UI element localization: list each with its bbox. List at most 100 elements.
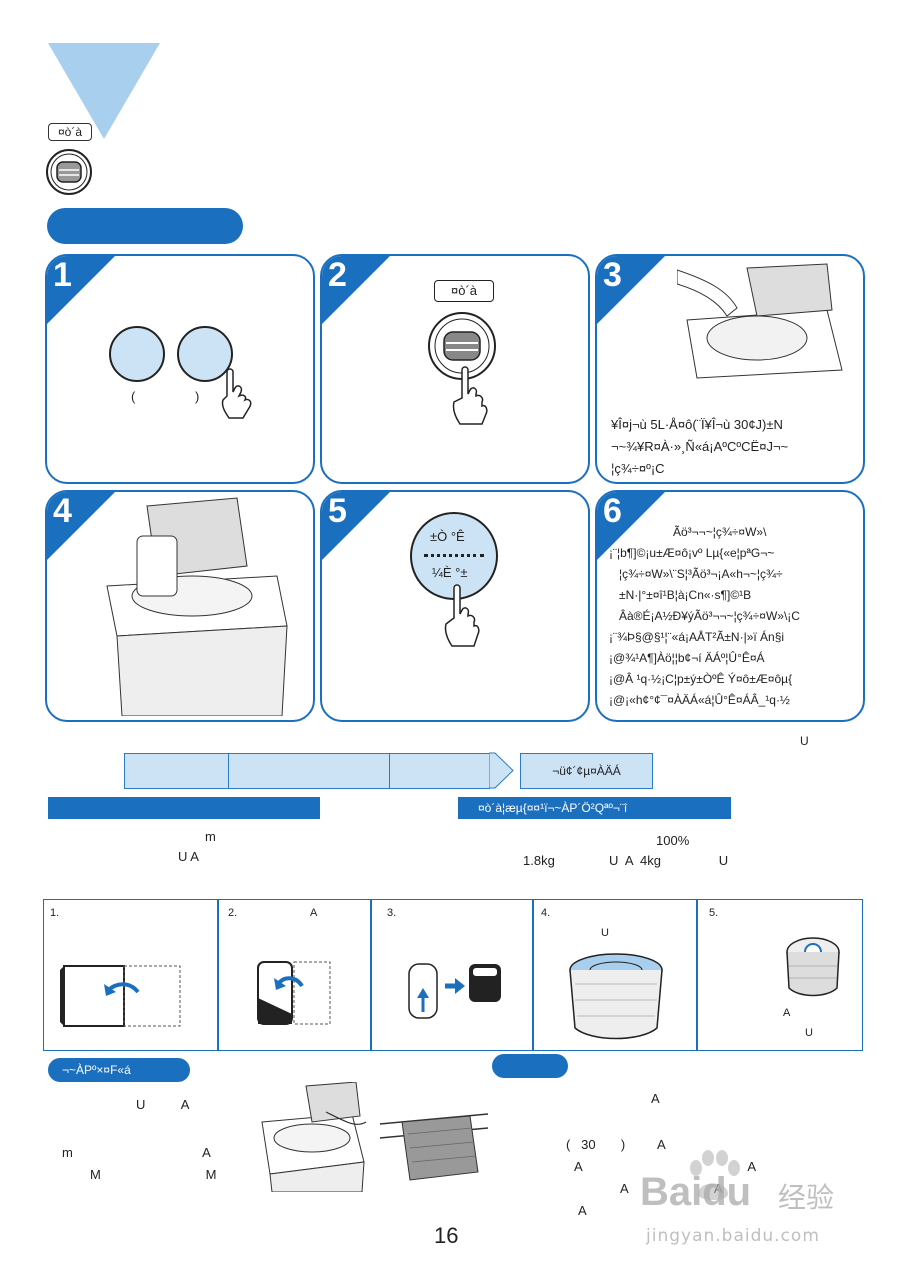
step-corner: [47, 256, 115, 324]
step3-line: ¥Î¤j¬ù 5L·Å¤ô(¨Ï¥Î¬ù 30¢J)±N: [611, 417, 783, 432]
step6-text: Ãö³¬¬~¦ç¾÷¤W»\ ¡¨¦b¶]©¡u±Æ¤ô¡vº Lµ{«e¦pª…: [609, 522, 800, 711]
tied-laundry-net-icon: [786, 937, 840, 997]
fold-step-u: U: [805, 1027, 813, 1039]
step3-line: ¦ç¾÷¤º¡C: [611, 461, 665, 476]
fold-step-sub: U: [601, 927, 609, 939]
step3-text: ¥Î¤j¬ù 5L·Å¤ô(¨Ï¥Î¬ù 30¢J)±N ¬~¾¥R¤À·»¸Ñ…: [611, 414, 788, 480]
bottom-right-line-3: A A: [574, 1159, 757, 1174]
step6-line: ¡¨¦b¶]©¡u±Æ¤ô¡vº Lµ{«e¦pªG¬~: [609, 546, 775, 560]
laundry-net-icon: [569, 953, 663, 1040]
step-corner: [322, 492, 390, 560]
washer-towel-illustration: [97, 496, 297, 720]
bottom-right-line-2: ( 30 ) A: [566, 1137, 666, 1152]
step6-line: ¡@Â ¹q·½¡C¦p±ý±ÒºÊ Ý¤ô±Æ¤ôµ{: [609, 672, 793, 686]
round-button-left: [109, 326, 165, 382]
fold-step-suffix: A: [310, 907, 318, 919]
flow-step-2: [228, 753, 391, 789]
fold-step-label: 4.: [541, 907, 551, 919]
round-button-right: [177, 326, 233, 382]
fold-step-4: 4. U: [532, 899, 698, 1051]
fold-step-a: A: [783, 1007, 791, 1019]
section-pill-top: [47, 208, 243, 244]
step6-line: ¡¨¾Þ§@§¹¦¨«á¡AÅT²Ã±N·|»ï Án§i: [609, 630, 785, 644]
start-pause-button: ±Ò °Ê ¼È °±: [410, 512, 498, 600]
watermark-brand: Baidu: [640, 1170, 751, 1215]
step-corner: [597, 256, 665, 324]
section-bar-left: [48, 797, 320, 819]
start-label: ±Ò °Ê: [430, 529, 465, 544]
step6-line: ¡@¡«h¢°¢¯¤ÀÄÁ«á¦Û°Ê¤ÁÂ_¹q·½: [609, 693, 790, 707]
pause-label: ¼È °±: [432, 565, 468, 580]
step-corner: [47, 492, 115, 560]
mode-button-label: ¤ò´à: [450, 283, 478, 298]
notes-right-pct: 100%: [656, 833, 690, 848]
watermark-brand-1: Bai: [640, 1170, 703, 1214]
pointing-hand-icon: [217, 366, 265, 427]
fold-step-label: 3.: [387, 907, 397, 919]
step-corner: [597, 492, 665, 560]
step-panel-2: 2 ¤ò´à: [320, 254, 590, 484]
step-panel-5: 5 ±Ò °Ê ¼È °±: [320, 490, 590, 722]
step-corner: [322, 256, 390, 324]
bottom-right-line-1: A: [651, 1091, 660, 1106]
flow-step-1: [124, 753, 230, 789]
step-number: 6: [603, 492, 622, 530]
pointing-hand-icon: [442, 584, 482, 655]
bottom-left-line-1: U A: [136, 1097, 190, 1112]
towel-on-rack-illustration: [379, 1113, 489, 1181]
stray-u: U: [800, 734, 809, 748]
notes-left-ua: U A: [178, 849, 199, 864]
towel-roll-icon: [257, 961, 331, 1025]
step-number: 3: [603, 256, 622, 294]
watermark-cn: 经验: [778, 1181, 835, 1214]
towel-roll-up-icon: [408, 963, 501, 1019]
watermark: Baidu 经验 jingyan.baidu.com: [640, 1150, 860, 1270]
section-bar-right: ¤ò´à¦æµ{¤¤¹ï¬~ÀP´Ö²Qªº¬­¨î: [458, 797, 731, 819]
step-panel-4: 4: [45, 490, 315, 722]
notes-right-weight: 1.8kg U A 4kg U: [523, 853, 729, 868]
step-panel-6: 6 Ãö³¬¬~¦ç¾÷¤W»\ ¡¨¦b¶]©¡u±Æ¤ô¡vº Lµ{«e¦…: [595, 490, 865, 722]
dotted-divider: [424, 554, 484, 557]
step-number: 4: [53, 492, 72, 530]
notes-left-m: m: [205, 829, 216, 844]
flow-final-label: ¬ü¢´¢µ¤ÀÄÁ: [552, 764, 621, 778]
towel-button-icon: [426, 310, 498, 387]
paren-open: (: [131, 389, 136, 404]
towel-mode-icon: [45, 148, 93, 196]
step6-line: ±N·|°±¤î¹B¦à¡C­n­«·s¶]©¹B: [619, 588, 752, 602]
mode-label: ¤ò´à: [57, 125, 83, 139]
bottom-left-line-3: M M: [90, 1167, 217, 1182]
step-number: 1: [53, 256, 72, 294]
step6-line: Ãö³¬¬~¦ç¾÷¤W»\: [673, 525, 767, 539]
fold-step-3: 3.: [370, 899, 534, 1051]
towel-fold-half-icon: [60, 965, 181, 1027]
step-number: 2: [328, 256, 347, 294]
watermark-url: jingyan.baidu.com: [646, 1226, 820, 1246]
fold-step-1: 1.: [43, 899, 219, 1051]
step6-line: Âà®É¡A½Ð¥ýÃö³¬¬~¦ç¾÷¤W»\¡C: [619, 609, 800, 623]
fold-step-5: 5. A U: [696, 899, 863, 1051]
step3-line: ¬~¾¥R¤À·»¸Ñ«á¡AºCºC­Ë¤J¬~: [611, 439, 789, 454]
flow-arrow: [488, 752, 515, 794]
bottom-right-line-5: A: [578, 1203, 587, 1218]
after-wash-pill-label: ¬~ÀPº×¤F«á: [62, 1063, 131, 1077]
fold-step-label: 2.: [228, 907, 238, 919]
washer-remove-illustration: [261, 1082, 367, 1192]
pointing-hand-icon: [450, 366, 490, 433]
washer-pouring-illustration: [676, 260, 847, 385]
mode-button-label-box: ¤ò´à: [434, 280, 494, 302]
paw-logo-icon: [690, 1150, 740, 1200]
fold-step-label: 1.: [50, 907, 60, 919]
fold-step-2: 2. A: [217, 899, 372, 1051]
step6-line: ¡@¾¹A¶]Àö¦¦b¢¬í ÄÁº¦Û°Ê¤Á: [609, 651, 765, 665]
mode-label-box: ¤ò´à: [48, 123, 92, 141]
step6-line: ¦ç¾÷¤W»\¨S¦³Ãö³¬¡A«h¬~¦ç¾÷: [619, 567, 783, 581]
flow-step-3: [389, 753, 490, 789]
step-panel-3: 3 ¥Î¤j¬ù 5L·Å¤ô(¨Ï¥Î¬ù 30¢J)±N ¬~¾¥R¤À·»…: [595, 254, 865, 484]
step-panel-1: 1 ( ): [45, 254, 315, 484]
section-bar-right-label: ¤ò´à¦æµ{¤¤¹ï¬~ÀP´Ö²Qªº¬­¨î: [478, 801, 628, 815]
watermark-brand-2: du: [702, 1170, 752, 1214]
bottom-right-pill: [492, 1054, 568, 1078]
step-number: 5: [328, 492, 347, 530]
paren-close: ): [195, 389, 200, 404]
